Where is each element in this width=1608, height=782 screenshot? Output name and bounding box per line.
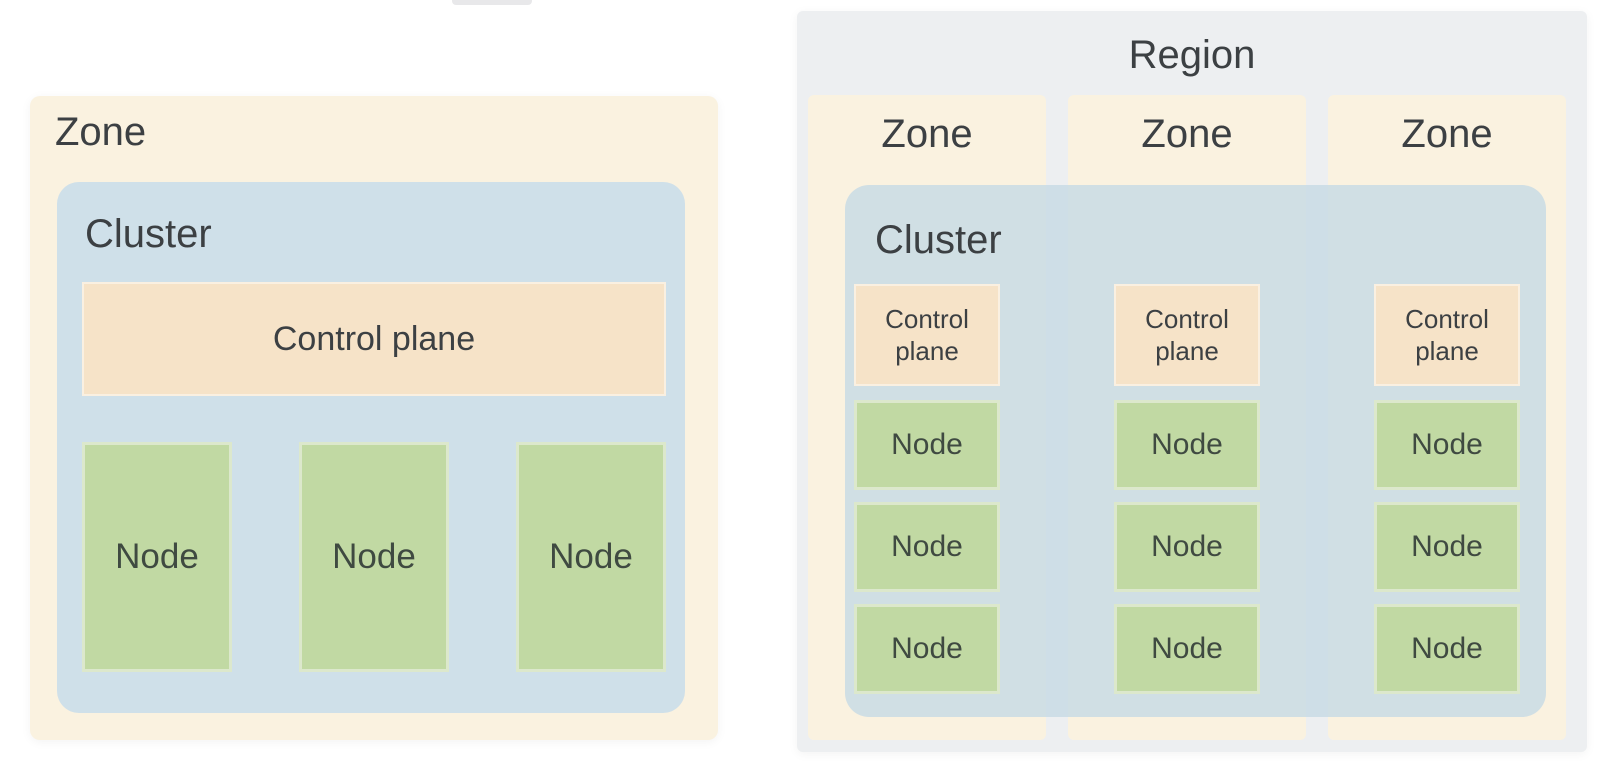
zone-content-stack: Control plane Node Node Node [1114,284,1260,694]
zone-content-stack: Control plane Node Node Node [1374,284,1520,694]
node-label: Node [549,537,633,576]
node-label: Node [332,537,416,576]
zonal-control-plane-box: Control plane [82,282,666,396]
zone-label: Zone [881,112,973,156]
node-label: Node [891,428,963,461]
node-label: Node [891,632,963,665]
node-box: Node [1114,604,1260,694]
node-label: Node [1151,632,1223,665]
zonal-zone-label: Zone [55,110,147,154]
control-plane-label: Control plane [885,303,969,367]
control-plane-label: Control plane [1405,303,1489,367]
video-artifact-smudge [452,0,532,5]
node-label: Node [1151,530,1223,563]
node-box: Node [1374,400,1520,490]
control-plane-box: Control plane [1374,284,1520,386]
region-box: Region Zone Control plane Node Node Node [797,11,1587,752]
node-label: Node [1411,530,1483,563]
node-box: Node [854,604,1000,694]
zonal-cluster-box: Cluster Control plane Node Node Node [57,182,685,713]
node-box: Node [299,442,449,672]
node-label: Node [115,537,199,576]
zonal-node-row: Node Node Node [82,442,666,672]
regional-cluster-label: Cluster [875,218,1002,262]
node-label: Node [1411,428,1483,461]
node-box: Node [1114,502,1260,592]
zonal-zone-box: Zone Cluster Control plane Node Node Nod… [30,96,718,740]
zone-label: Zone [1401,112,1493,156]
node-box: Node [1374,502,1520,592]
control-plane-box: Control plane [1114,284,1260,386]
zone-label: Zone [1141,112,1233,156]
node-box: Node [516,442,666,672]
zonal-control-plane-label: Control plane [272,319,476,358]
zonal-cluster-label: Cluster [85,212,212,256]
node-box: Node [1374,604,1520,694]
node-box: Node [854,502,1000,592]
zone-content-stack: Control plane Node Node Node [854,284,1000,694]
node-box: Node [1114,400,1260,490]
control-plane-label: Control plane [1145,303,1229,367]
node-label: Node [1151,428,1223,461]
control-plane-box: Control plane [854,284,1000,386]
region-label: Region [1128,33,1256,77]
node-box: Node [854,400,1000,490]
node-label: Node [1411,632,1483,665]
node-label: Node [891,530,963,563]
node-box: Node [82,442,232,672]
